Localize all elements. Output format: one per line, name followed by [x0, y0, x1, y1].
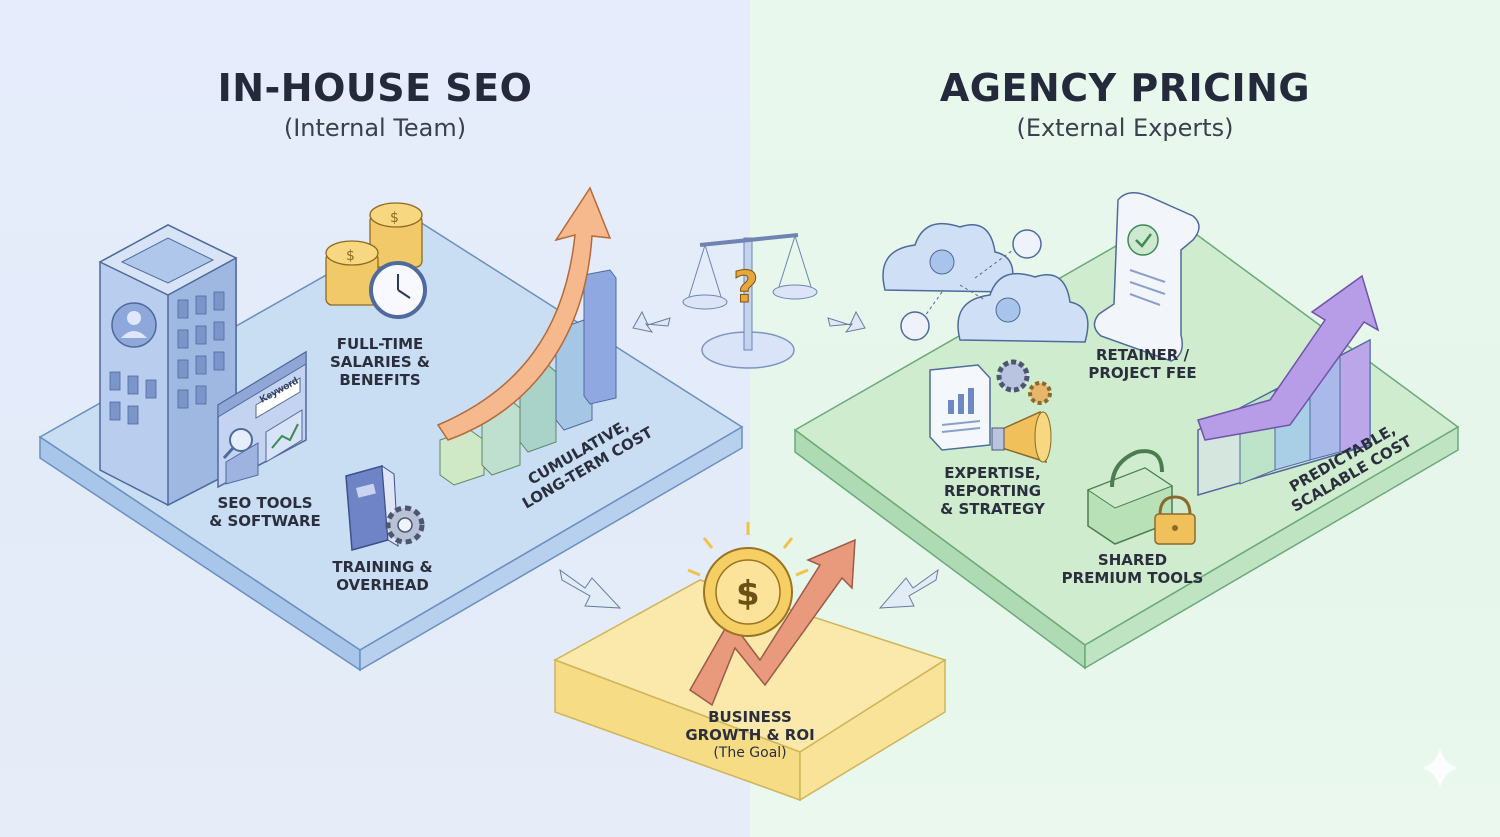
- balance-scale-icon: [682, 233, 818, 369]
- office-building-icon: [98, 224, 238, 507]
- svg-text:$: $: [346, 248, 355, 264]
- gear-icon: [385, 505, 425, 545]
- retainer-fee-label-line1: RETAINER /: [1095, 346, 1190, 364]
- retainer-fee-label: RETAINER / PROJECT FEE: [1080, 346, 1205, 382]
- arrow-to-goal-left-icon: [559, 568, 622, 609]
- seo-tools-label-line1: SEO TOOLS: [217, 494, 313, 512]
- scalable-growth-arrow-icon: [1197, 274, 1380, 441]
- shared-tools-label-line1: SHARED: [1097, 551, 1168, 569]
- goal-label-line1: BUSINESS: [708, 708, 792, 726]
- salaries-label-line2: SALARIES &: [329, 353, 431, 371]
- cost-bars-icon: [439, 269, 617, 486]
- shared-tools-label: SHARED PREMIUM TOOLS: [1060, 551, 1205, 587]
- seo-tools-label: SEO TOOLS & SOFTWARE: [200, 494, 330, 530]
- left-subtitle: (Internal Team): [283, 114, 467, 142]
- goal-label-line2: GROWTH & ROI: [685, 726, 815, 744]
- toolbox-icon: [1086, 449, 1174, 545]
- left-title: IN-HOUSE SEO: [217, 66, 533, 110]
- expertise-label: EXPERTISE, REPORTING & STRATEGY: [930, 464, 1055, 518]
- goal-label-line3: (The Goal): [713, 745, 787, 761]
- arrow-to-left-icon: [632, 310, 671, 333]
- training-label: TRAINING & OVERHEAD: [320, 558, 445, 594]
- report-document-icon: [929, 364, 991, 451]
- shared-tools-label-line2: PREMIUM TOOLS: [1061, 569, 1204, 587]
- contract-scroll-icon: [1093, 192, 1200, 362]
- right-subtitle: (External Experts): [1016, 114, 1234, 142]
- retainer-fee-label-line2: PROJECT FEE: [1088, 364, 1197, 382]
- question-mark-icon: ?: [733, 262, 759, 313]
- goal-label: BUSINESS GROWTH & ROI (The Goal): [680, 708, 820, 762]
- salaries-label-line3: BENEFITS: [339, 371, 421, 389]
- right-title: AGENCY PRICING: [939, 66, 1311, 110]
- sparkle-icon: [1422, 748, 1458, 788]
- expertise-label-line1: EXPERTISE,: [944, 464, 1041, 482]
- clock-icon: [369, 261, 427, 319]
- salaries-label: FULL-TIME SALARIES & BENEFITS: [320, 335, 440, 389]
- salaries-label-line1: FULL-TIME: [336, 335, 424, 353]
- arrow-to-right-icon: [827, 310, 866, 333]
- dollar-coin-icon: [687, 522, 809, 637]
- training-label-line1: TRAINING &: [332, 558, 433, 576]
- training-label-line2: OVERHEAD: [336, 576, 429, 594]
- growth-arrow-icon: [689, 538, 856, 707]
- strategy-gears-icon: [996, 359, 1052, 405]
- seo-tools-window-icon: [217, 350, 307, 489]
- expertise-label-line2: REPORTING: [943, 482, 1042, 500]
- expert-network-cloud-icon: [882, 222, 1089, 343]
- expertise-label-line3: & STRATEGY: [940, 500, 1045, 518]
- lock-icon: [1154, 495, 1196, 545]
- arrow-to-goal-right-icon: [878, 568, 939, 609]
- dollar-symbol: $: [736, 574, 760, 614]
- seo-tools-label-line2: & SOFTWARE: [209, 512, 321, 530]
- svg-text:$: $: [390, 210, 399, 226]
- megaphone-icon: [991, 410, 1052, 464]
- rising-cost-arrow-icon: [436, 186, 612, 441]
- right-platform: [793, 214, 1460, 670]
